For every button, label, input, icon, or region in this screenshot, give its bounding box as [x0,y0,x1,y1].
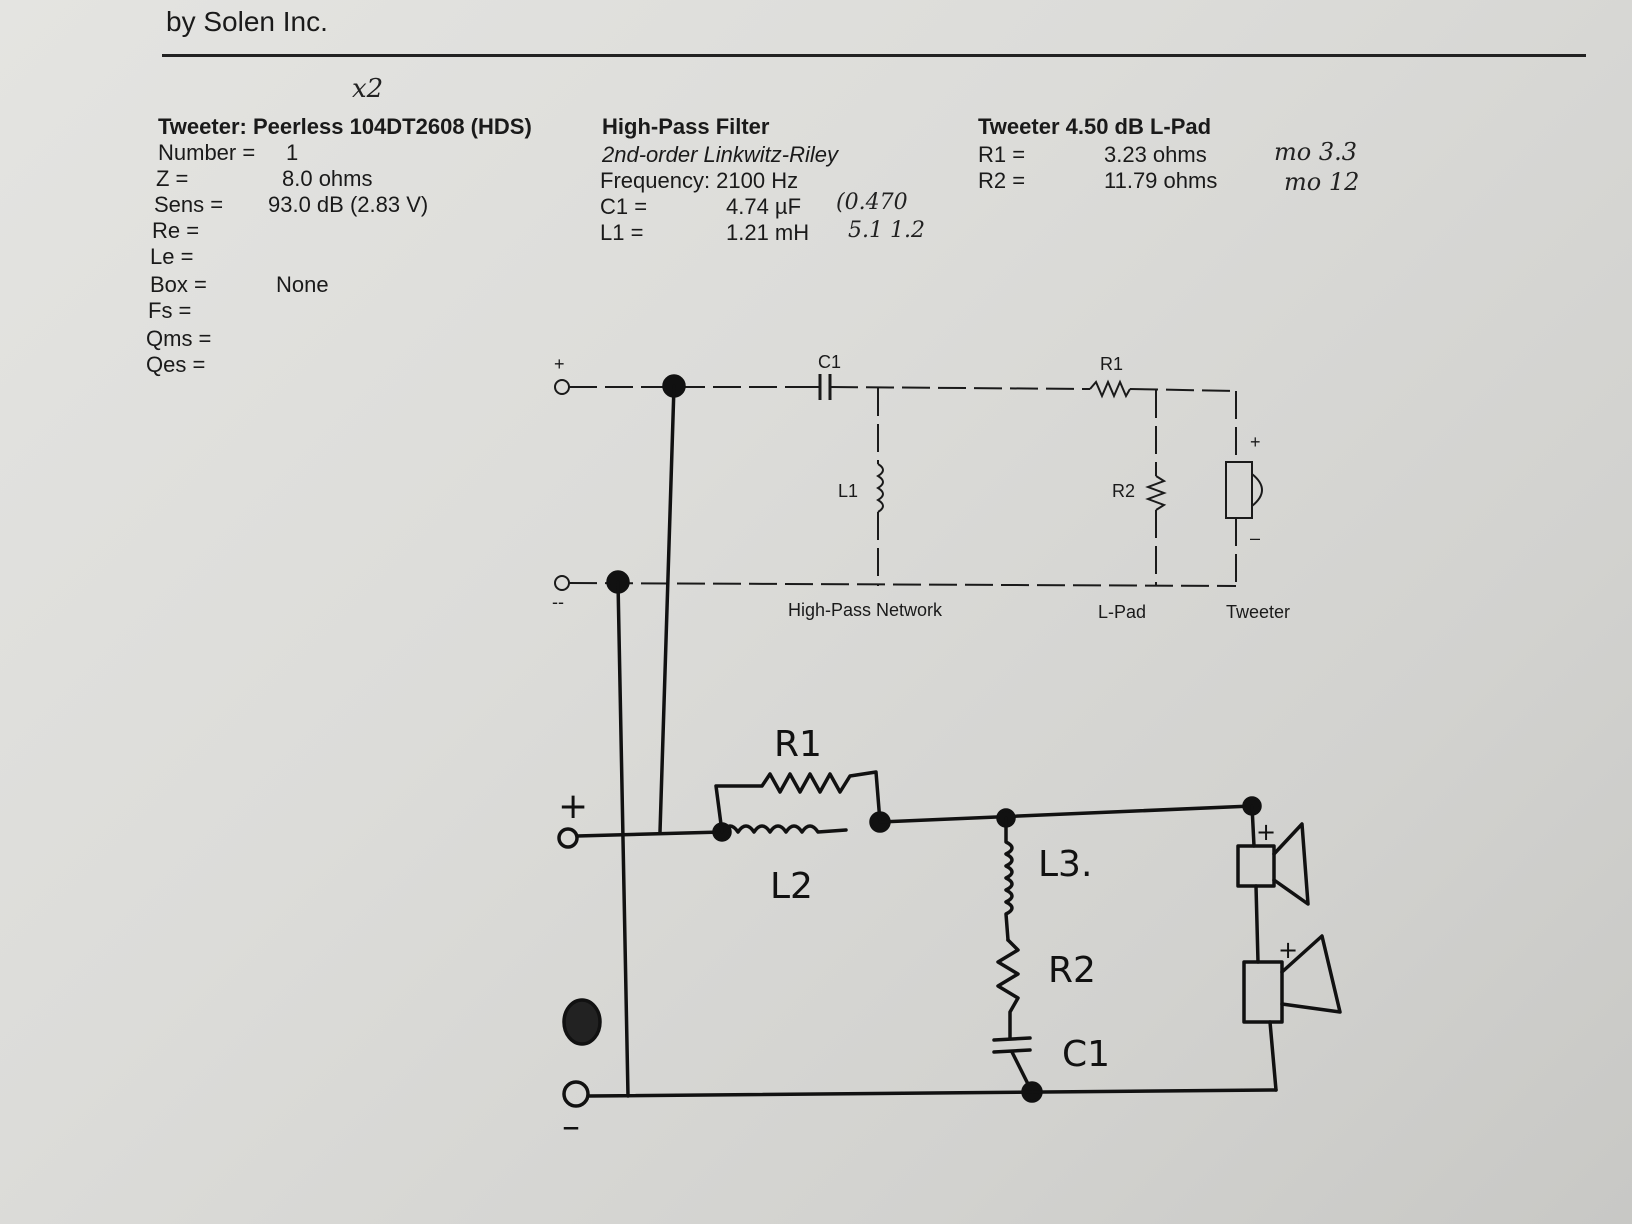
sketch-c1-label: C1 [1062,1034,1110,1075]
schematic-r2-label: R2 [1112,481,1135,501]
header-rule [162,54,1586,57]
filter-order: 2nd-order Linkwitz-Riley [602,142,838,167]
speaker-1-icon [1236,844,1276,888]
sketch-r1-label: R1 [774,724,822,765]
schematic-l1-label: L1 [838,481,858,501]
schematic-lpad-label: L-Pad [1098,602,1146,622]
filter-l1-note: 5.1 1.2 [848,218,925,243]
minus-terminal-icon [554,575,570,591]
filter-c1-value: 4.74 µF [726,194,802,219]
filter-l1-value: 1.21 mH [726,220,810,245]
tweeter-annotation: x2 [352,74,384,104]
speaker-2-icon [1242,960,1284,1024]
lpad-r2-label: R2 = [978,168,1026,193]
schematic-r1-label: R1 [1100,354,1123,374]
speaker-1-plus-label: + [1256,818,1276,846]
tweeter-row-label: Qes = [146,352,206,377]
lpad-r1-note: mo 3.3 [1274,138,1358,166]
schematic-minus-label: -- [552,592,564,612]
l2-inductor-icon [720,824,848,834]
tweeter-row-label: Qms = [146,326,212,351]
tweeter-row-label: Number = [158,140,256,165]
l1-inductor-icon [876,463,884,513]
tweeter-row-label: Re = [152,218,200,243]
sketch-plus-label: + [558,786,588,827]
filter-c1-note: (0.470 [836,190,908,215]
speaker-2-plus-label: + [1278,936,1298,964]
plus-terminal-icon [554,379,570,395]
lpad-r1-label: R1 = [978,142,1026,167]
filter-title: High-Pass Filter [602,114,770,139]
tweeter-row-label: Box = [150,272,207,297]
r1-resistor-icon [714,770,882,834]
tweeter-row-value: 93.0 dB (2.83 V) [268,192,429,217]
sketch-minus-terminal-icon [562,1080,590,1108]
schematic-tweeter-label: Tweeter [1226,602,1290,622]
l3-inductor-icon [1004,816,1014,942]
tweeter-row-label: Fs = [148,298,192,323]
sketch-l2-label: L2 [770,866,813,907]
schematic-plus-label: + [554,354,565,374]
tweeter-row-value: None [276,272,329,297]
bottom-wire [568,582,1237,587]
tweeter-speaker-icon [1225,461,1253,519]
bottom-rail [586,1088,1278,1098]
tweeter-row-value: 1 [286,140,299,165]
lpad-r2-note: mo 12 [1284,168,1360,196]
tweeter-row-label: Le = [150,244,194,269]
schematic-c1-label: C1 [818,352,841,372]
tweeter-title: Tweeter: Peerless 104DT2608 (HDS) [158,114,532,139]
c1-capacitor-icon [992,1036,1032,1042]
sketch-l3-label: L3. [1038,844,1092,885]
plus-feed-wire [658,384,676,834]
printed-schematic [554,374,1263,591]
filter-c1-label: C1 = [600,194,648,219]
sketch-plus-terminal-icon [557,827,579,849]
schematic-tweeter-minus: – [1250,528,1260,548]
company-header: by Solen Inc. [166,6,328,37]
r2-resistor-icon [1145,475,1167,511]
hand-drawn-schematic [557,374,1342,1108]
schematic-tweeter-plus: + [1250,432,1261,452]
lpad-r2-value: 11.79 ohms [1104,168,1218,193]
tweeter-row-label: Z = [156,166,189,191]
top-rail [878,804,1254,824]
tweeter-row-value: 8.0 ohms [282,166,373,191]
lpad-r1-value: 3.23 ohms [1104,142,1207,167]
r1-resistor-icon [1089,379,1131,399]
filter-frequency: Frequency: 2100 Hz [600,168,799,193]
sketch-r2-label: R2 [1048,950,1096,991]
sketch-minus-label: – [562,1106,580,1147]
tweeter-row-label: Sens = [154,192,224,217]
schematic-highpass-label: High-Pass Network [788,600,943,620]
r2-resistor-icon [996,938,1020,1040]
minus-feed-wire [616,580,630,1098]
scribble-mark-icon [562,998,602,1046]
filter-l1-label: L1 = [600,220,644,245]
lpad-title: Tweeter 4.50 dB L-Pad [978,114,1212,139]
